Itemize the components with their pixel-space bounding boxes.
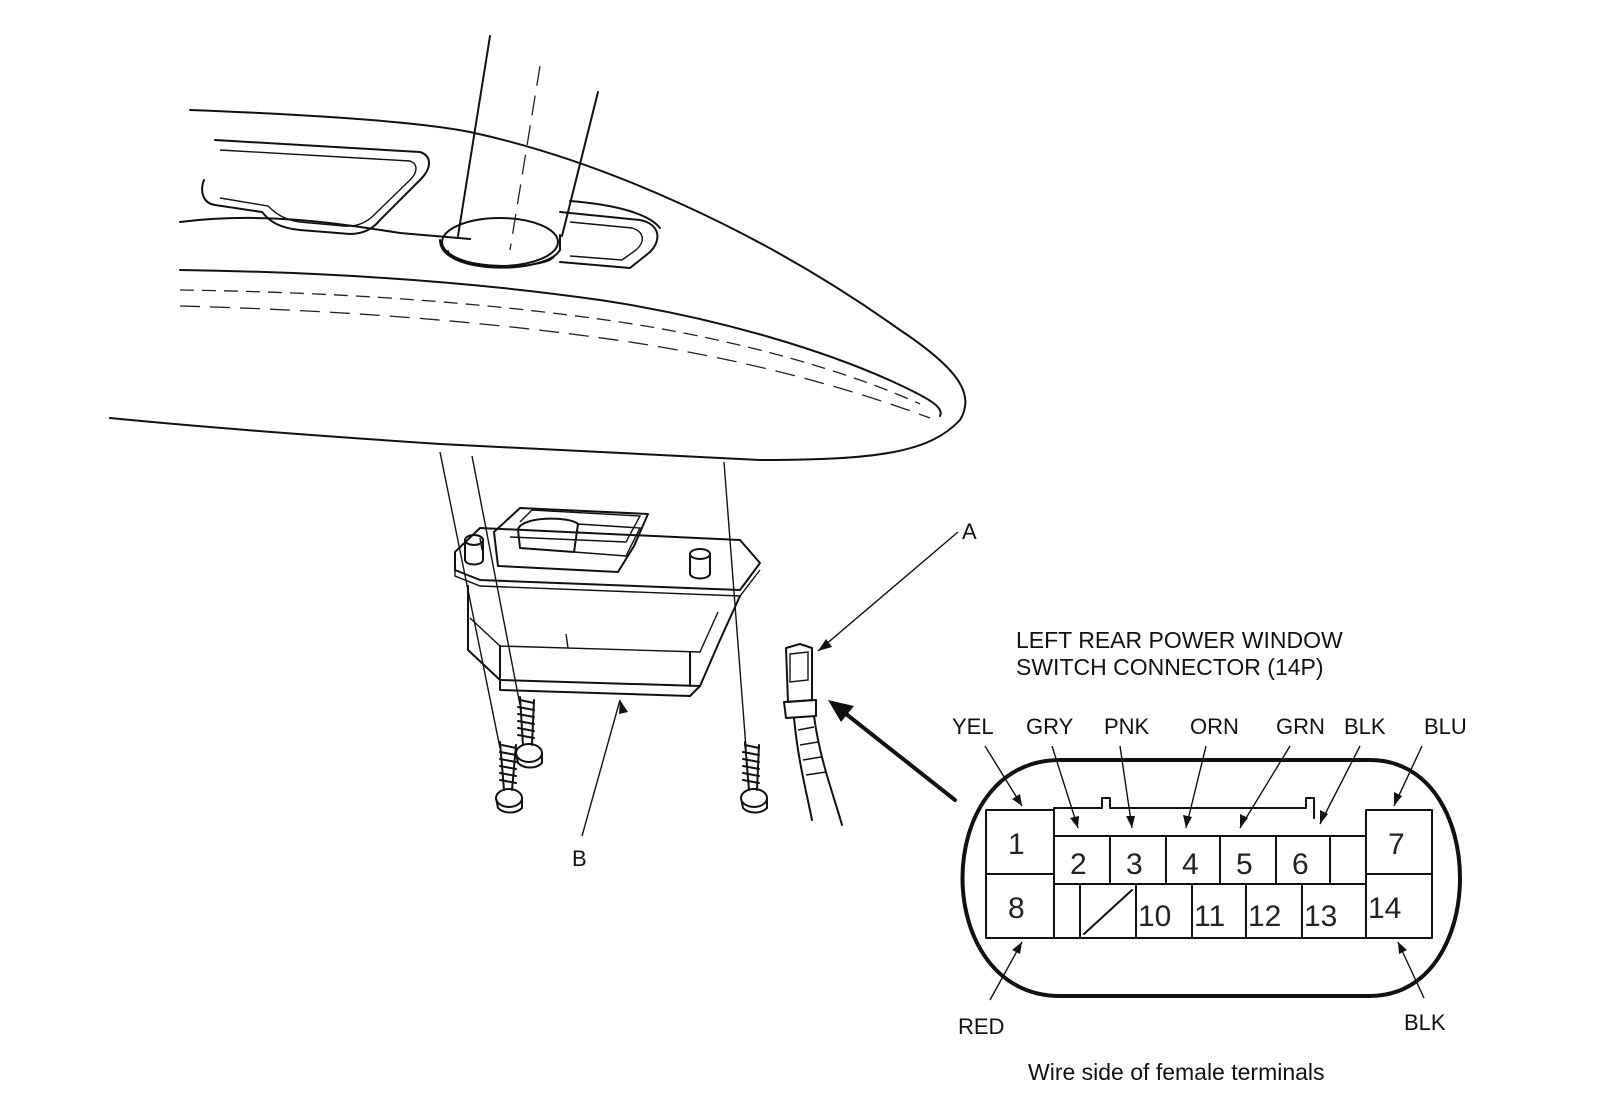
wire-color-pin5: GRN	[1276, 714, 1325, 739]
door-armrest	[109, 35, 967, 461]
pin-12: 12	[1248, 900, 1281, 933]
pin-6: 6	[1292, 848, 1309, 881]
wire-color-pin4: ORN	[1190, 714, 1239, 739]
wire-color-pin3: PNK	[1104, 714, 1150, 739]
connector-caption: Wire side of female terminals	[1028, 1059, 1325, 1085]
callout-b-label: B	[572, 846, 587, 871]
pin-2: 2	[1070, 848, 1087, 881]
power-window-switch	[454, 507, 761, 697]
pin-14: 14	[1368, 892, 1401, 925]
pin-1: 1	[1008, 828, 1025, 861]
wire-color-pin8: RED	[958, 1014, 1004, 1039]
pin-8: 8	[1008, 892, 1025, 925]
wire-color-labels: YEL GRY PNK ORN GRN BLK BLU RED BLK	[952, 714, 1467, 1039]
wire-color-pin1: YEL	[952, 714, 994, 739]
pin-13: 13	[1304, 900, 1337, 933]
connector-title-line1: LEFT REAR POWER WINDOW	[1016, 627, 1343, 653]
wire-color-pin6: BLK	[1344, 714, 1386, 739]
callout-leaders	[581, 531, 959, 837]
connector-title-line2: SWITCH CONNECTOR (14P)	[1016, 654, 1324, 680]
pin-10: 10	[1138, 900, 1171, 933]
alignment-lines	[439, 451, 747, 749]
screw-middle	[515, 696, 543, 769]
pin-5: 5	[1236, 848, 1253, 881]
screw-left	[495, 741, 523, 814]
wire-color-pin7: BLU	[1424, 714, 1467, 739]
screw-right	[740, 741, 768, 814]
callout-a-label: A	[962, 519, 977, 544]
wire-color-leaders	[984, 745, 1425, 1001]
pin-7: 7	[1388, 828, 1405, 861]
pin-3: 3	[1126, 848, 1143, 881]
connector-face	[960, 758, 1462, 998]
harness-connector	[783, 643, 843, 826]
wire-color-pin2: GRY	[1026, 714, 1074, 739]
pin-4: 4	[1182, 848, 1199, 881]
connector-pin-numbers: 1 2 3 4 5 6 7 8 10 11 12 13 14	[1008, 828, 1405, 933]
pin-11: 11	[1194, 900, 1225, 933]
wire-color-pin14: BLK	[1404, 1010, 1446, 1035]
